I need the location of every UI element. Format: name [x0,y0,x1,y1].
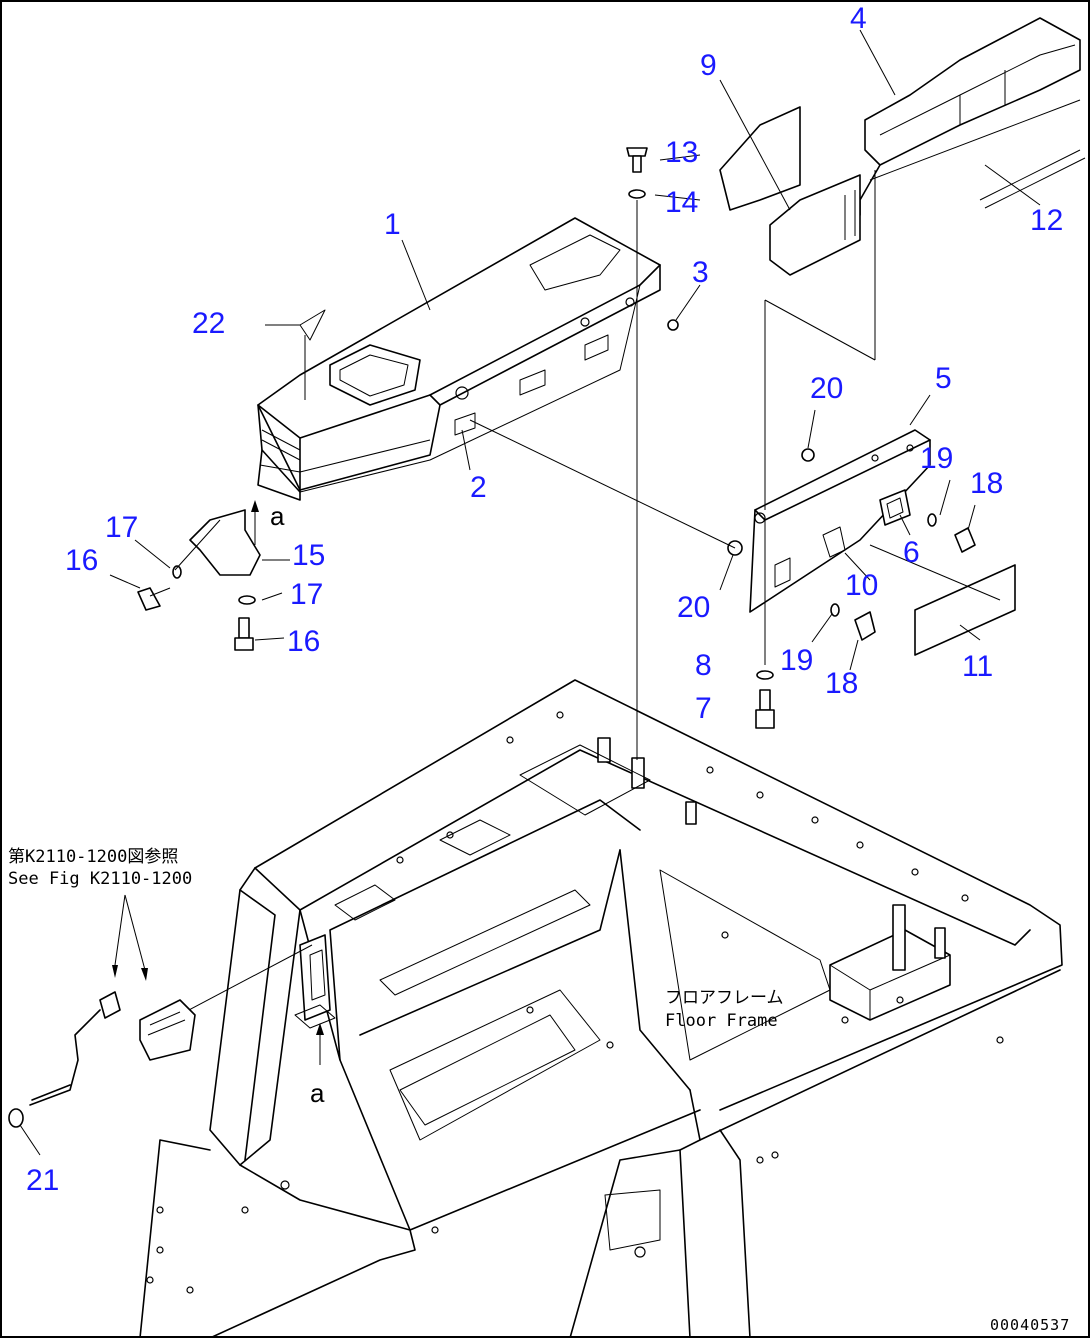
callout-4: 4 [850,2,867,35]
floor-frame [139,679,1063,1338]
cable-assembly-part-21 [8,991,196,1128]
callout-19-upper: 19 [920,442,953,475]
callout-21: 21 [26,1164,59,1197]
callout-22: 22 [192,307,225,340]
callout-18-lower: 18 [825,667,858,700]
detail-mark-a-bottom: a [310,1078,325,1108]
latch-part-6 [879,489,911,526]
armrest-pad-part-4 [769,17,1081,276]
reference-note-english: See Fig K2110-1200 [8,869,192,889]
console-box-part-1 [257,217,661,501]
frame-holes [146,711,1004,1294]
callout-19-lower: 19 [780,644,813,677]
reference-note-japanese: 第K2110-1200図参照 [8,847,178,867]
fasteners [137,147,1001,1021]
sheet-part-9 [719,106,801,211]
floor-frame-label-english: Floor Frame [665,1011,778,1031]
callout-14: 14 [665,186,698,219]
callout-8: 8 [695,649,712,682]
callout-13: 13 [665,136,698,169]
callout-labels: 1 2 3 4 5 6 7 8 9 10 11 12 13 14 15 16 1… [26,2,1063,1197]
strip-part-12 [869,99,1086,209]
floor-frame-label-japanese: フロアフレーム [665,988,784,1008]
callout-16-lower: 16 [287,625,320,658]
callout-1: 1 [384,208,401,241]
callout-7: 7 [695,692,712,725]
callout-16-left: 16 [65,544,98,577]
label-plate-part-11 [914,564,1016,656]
callout-12: 12 [1030,204,1063,237]
callout-3: 3 [692,256,709,289]
callout-10: 10 [845,569,878,602]
detail-mark-a-top: a [270,501,285,531]
bracket-part-15 [189,509,261,576]
callout-9: 9 [700,49,717,82]
callout-15: 15 [292,539,325,572]
callout-6: 6 [903,536,920,569]
callout-leaders [19,29,1041,1156]
drawing-number: 00040537 [990,1316,1070,1334]
callout-5: 5 [935,362,952,395]
callout-2: 2 [470,471,487,504]
callout-11: 11 [962,650,993,683]
callout-20-lower: 20 [677,591,710,624]
callout-17-lower: 17 [290,578,323,611]
callout-18-upper: 18 [970,467,1003,500]
callout-20-upper: 20 [810,372,843,405]
callout-17-upper: 17 [105,511,138,544]
